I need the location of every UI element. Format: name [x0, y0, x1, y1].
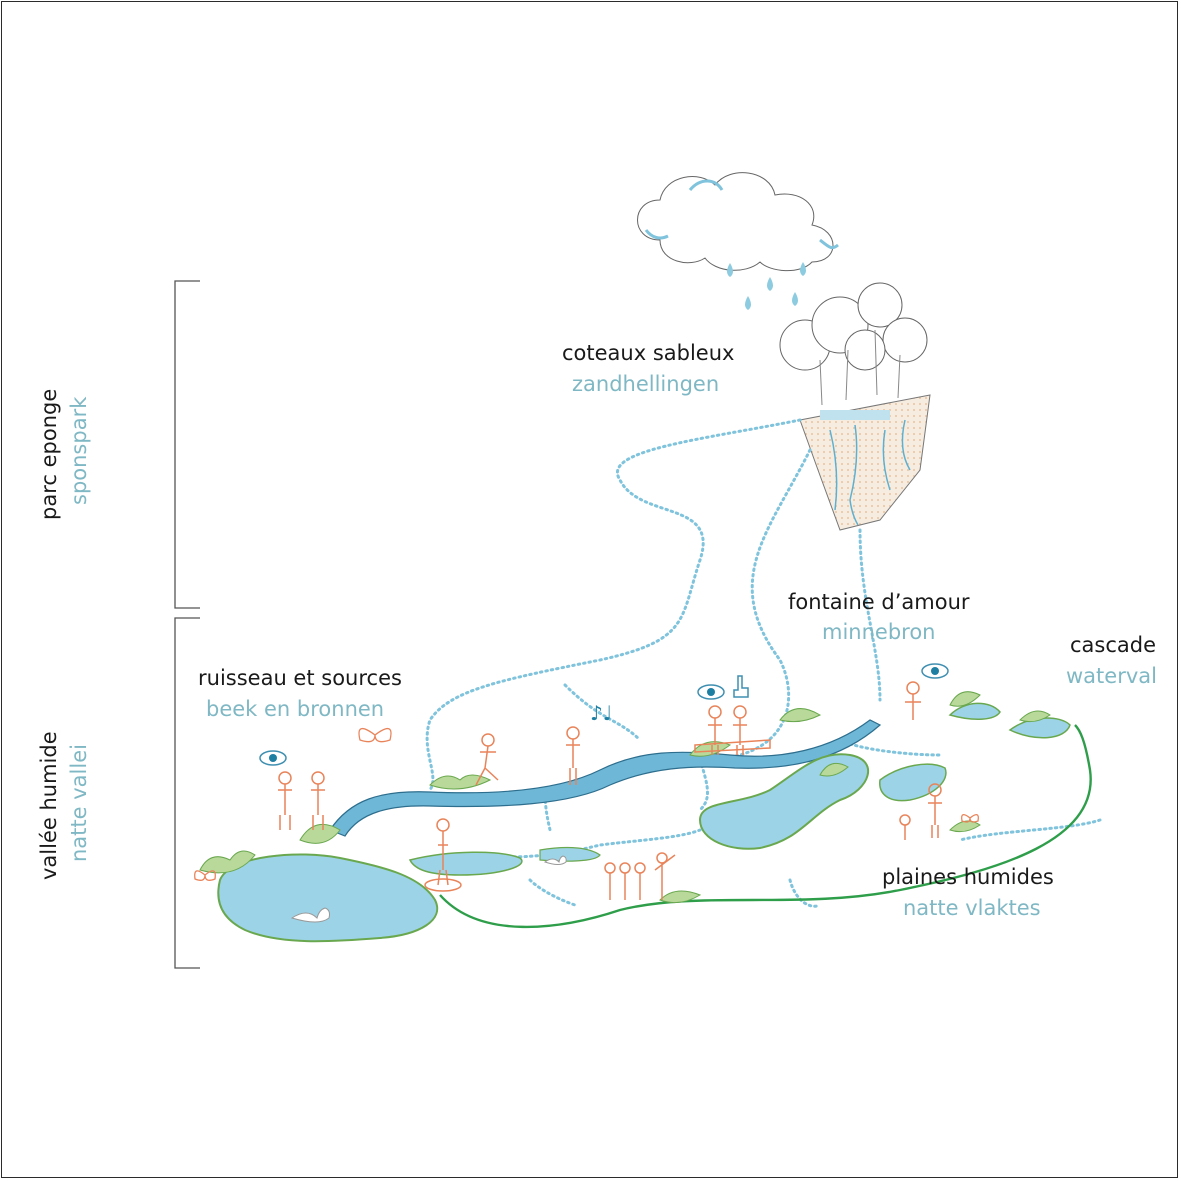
section-subtitle-natte-vallei: natte vallei [67, 744, 91, 862]
label-fontaine-title: fontaine d’amour [788, 590, 970, 614]
music-note-icon: ♪♩ [590, 701, 612, 725]
label-plaines-title: plaines humides [882, 865, 1054, 889]
label-ruisseau-title: ruisseau et sources [198, 666, 402, 690]
section-title-sponspark: parc eponge [37, 389, 61, 520]
sandy-slope-island [800, 395, 930, 530]
label-cascade-title: cascade [1070, 633, 1156, 657]
bracket-natte-vallei [175, 618, 200, 968]
bracket-sponspark [175, 281, 200, 608]
label-plaines-subtitle: natte vlaktes [903, 896, 1041, 920]
section-subtitle-sponspark: sponspark [67, 396, 91, 505]
label-coteaux-title: coteaux sableux [562, 341, 734, 365]
label-cascade-subtitle: waterval [1066, 664, 1157, 688]
label-coteaux-subtitle: zandhellingen [572, 372, 719, 396]
svg-text:♪♩: ♪♩ [590, 701, 612, 725]
label-fontaine-subtitle: minnebron [822, 620, 936, 644]
section-title-natte-vallei: vallée humide [37, 731, 61, 880]
cloud-icon [638, 173, 839, 271]
wetland-ponds [700, 703, 1070, 848]
hand-pointer-icon [734, 676, 748, 697]
tree-icon [780, 283, 927, 405]
label-ruisseau-subtitle: beek en bronnen [206, 697, 384, 721]
